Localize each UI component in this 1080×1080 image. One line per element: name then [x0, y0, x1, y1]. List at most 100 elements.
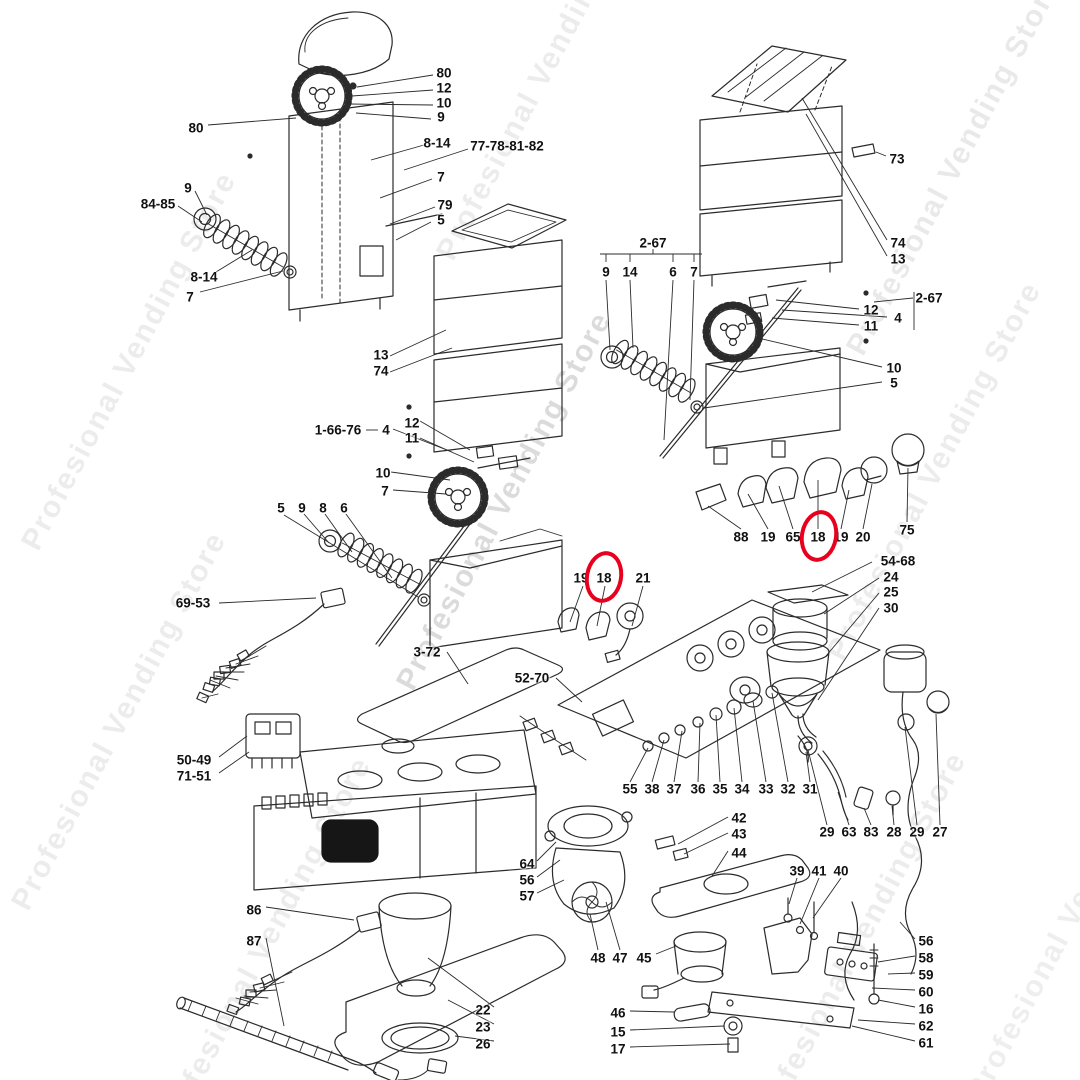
- leader-line: [379, 178, 433, 199]
- leader-line: [392, 489, 447, 495]
- leader-line: [857, 1019, 916, 1025]
- leader-line: [825, 592, 880, 657]
- leader-line: [823, 577, 880, 615]
- control-panel: [519, 599, 881, 763]
- leader-line: [683, 832, 729, 855]
- leader-line: [536, 879, 565, 894]
- leader-line: [218, 751, 250, 774]
- leader-line: [851, 1025, 916, 1042]
- leader-line: [663, 279, 674, 441]
- leader-line: [788, 877, 798, 905]
- leader-dot: [247, 153, 253, 159]
- leader-line: [807, 749, 828, 826]
- leader-line: [605, 279, 611, 351]
- leader-line: [389, 329, 447, 357]
- leader-line: [389, 347, 453, 373]
- leader-line: [629, 279, 634, 349]
- leader-line: [862, 483, 873, 530]
- leader-line: [673, 730, 683, 783]
- leader-line: [536, 841, 557, 862]
- leader-line: [303, 513, 330, 544]
- leader-line: [805, 113, 888, 257]
- leader-line: [555, 677, 583, 703]
- leader-line: [419, 420, 471, 451]
- leader-line: [283, 514, 419, 598]
- leader-line: [871, 987, 916, 991]
- leader-line: [345, 513, 393, 579]
- leader-line: [817, 607, 880, 701]
- leader-line: [781, 309, 888, 318]
- leader-line: [348, 103, 434, 106]
- leader-line: [904, 726, 918, 826]
- leader-line: [419, 437, 475, 463]
- power-connector-block: [245, 713, 301, 769]
- wire-harness-upper: [196, 587, 346, 704]
- leader-line: [775, 299, 860, 310]
- leader-line: [629, 1010, 675, 1013]
- leader-line: [747, 493, 769, 530]
- leader-line: [877, 999, 916, 1008]
- doser-small-parts: [557, 602, 644, 663]
- leader-line: [265, 906, 355, 921]
- leader-dot: [406, 453, 412, 459]
- base-tray: [334, 934, 566, 1066]
- leader-line: [801, 97, 888, 241]
- leader-line: [689, 279, 695, 401]
- leader-line: [446, 651, 469, 685]
- leader-line: [569, 585, 584, 623]
- leader-line: [811, 561, 873, 593]
- leader-line: [605, 901, 621, 951]
- leader-line: [389, 206, 436, 225]
- leader-line: [771, 317, 860, 326]
- leader-line: [631, 585, 644, 627]
- leader-dot: [863, 290, 869, 296]
- leader-line: [629, 1043, 731, 1048]
- leader-line: [752, 700, 767, 783]
- leader-line: [677, 816, 729, 845]
- leader-line: [427, 957, 495, 1008]
- leader-line: [629, 1025, 725, 1031]
- leader-line: [906, 467, 909, 523]
- leader-line: [891, 805, 895, 826]
- leader-dot: [350, 83, 356, 89]
- wire-harness-lower: [226, 911, 382, 1016]
- leader-line: [707, 505, 742, 530]
- leader-line: [711, 850, 729, 877]
- machine-base: [253, 729, 537, 891]
- leader-line: [812, 877, 842, 919]
- cup-funnel: [378, 892, 459, 1054]
- leader-line: [715, 714, 721, 783]
- leader-line: [403, 148, 469, 171]
- leader-line: [218, 597, 317, 604]
- leader-line: [395, 221, 432, 241]
- leader-line: [589, 913, 599, 951]
- leader-line: [177, 205, 203, 223]
- fan-motor-assembly: [544, 805, 633, 923]
- leader-line: [390, 471, 451, 481]
- leader-line: [703, 381, 883, 409]
- leader-line: [875, 151, 887, 157]
- leader-line: [840, 489, 850, 530]
- leader-line: [899, 921, 916, 940]
- leader-line: [837, 791, 850, 826]
- chute-pieces: [695, 433, 925, 511]
- leader-line: [757, 337, 883, 368]
- leader-line: [887, 972, 916, 975]
- leader-line: [877, 955, 916, 963]
- leader-line: [370, 144, 425, 161]
- leader-line: [733, 707, 743, 783]
- leader-line: [799, 877, 820, 925]
- leader-line: [207, 117, 297, 126]
- leader-line: [697, 722, 701, 783]
- leader-line: [629, 747, 649, 783]
- leader-dot: [406, 404, 412, 410]
- leader-line: [863, 807, 872, 826]
- leader-line: [651, 739, 665, 783]
- leader-line: [351, 89, 434, 97]
- leader-dot: [863, 338, 869, 344]
- leader-line: [324, 513, 353, 553]
- leader-line: [447, 999, 495, 1025]
